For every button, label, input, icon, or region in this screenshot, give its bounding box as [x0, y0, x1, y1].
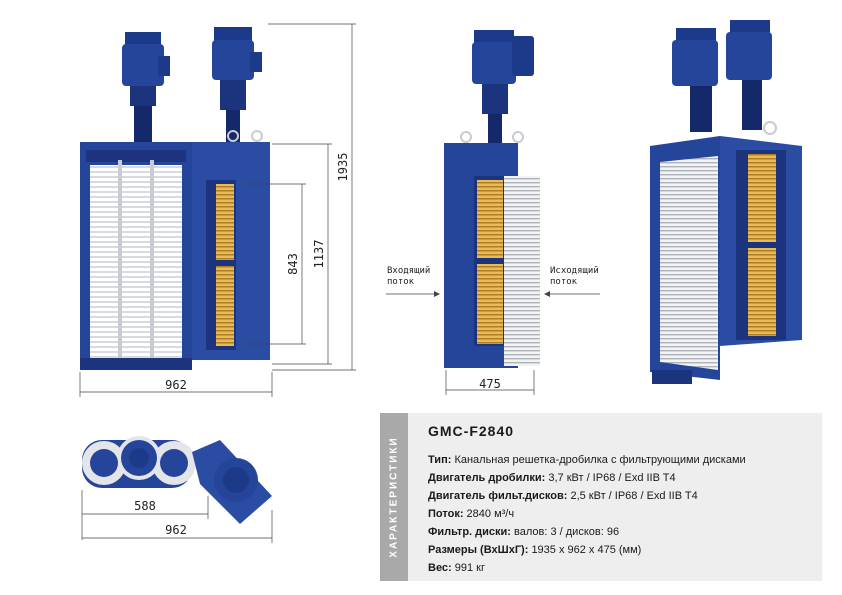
spec-value: 2840 м³/ч	[466, 508, 515, 520]
spec-value: 2,5 кВт / IP68 / Exd IIB T4	[570, 490, 698, 502]
specs-list: Тип: Канальная решетка-дробилка с фильтр…	[428, 451, 818, 577]
spec-row-flow: Поток: 2840 м³/ч	[428, 505, 818, 523]
dim-side-width: 475	[479, 377, 501, 391]
spec-row-type: Тип: Канальная решетка-дробилка с фильтр…	[428, 451, 818, 469]
spec-label: Фильтр. диски:	[428, 526, 511, 538]
spec-label: Вес:	[428, 562, 452, 574]
spec-row-grinder-motor: Двигатель дробилки: 3,7 кВт / IP68 / Exd…	[428, 469, 818, 487]
spec-label: Поток:	[428, 508, 464, 520]
spec-row-disc-motor: Двигатель фильт.дисков: 2,5 кВт / IP68 /…	[428, 487, 818, 505]
dim-front-width: 962	[165, 378, 187, 392]
specs-side-tab: ХАРАКТЕРИСТИКИ	[380, 413, 408, 581]
front-view	[80, 27, 270, 370]
dim-top-offset: 588	[134, 499, 156, 513]
dim-front-inner-height: 843	[286, 253, 300, 275]
dim-front-total-height: 1935	[336, 153, 350, 182]
front-motor-right	[212, 27, 263, 144]
front-dimensions	[79, 23, 356, 397]
spec-row-size: Размеры (ВхШхГ): 1935 х 962 х 475 (мм)	[428, 541, 818, 559]
top-dimensions	[81, 490, 273, 543]
dim-top-width: 962	[165, 523, 187, 537]
side-dimensions	[386, 291, 600, 395]
specs-section-label: ХАРАКТЕРИСТИКИ	[388, 436, 400, 558]
spec-label: Размеры (ВхШхГ):	[428, 544, 529, 556]
spec-row-discs: Фильтр. диски: валов: 3 / дисков: 96	[428, 523, 818, 541]
spec-value: 3,7 кВт / IP68 / Exd IIB T4	[548, 472, 676, 484]
spec-row-weight: Вес: 991 кг	[428, 559, 818, 577]
spec-value: 991 кг	[454, 562, 485, 574]
spec-label: Двигатель фильт.дисков:	[428, 490, 568, 502]
model-title: GMC-F2840	[428, 423, 515, 439]
top-view	[82, 436, 272, 524]
spec-value: Канальная решетка-дробилка с фильтрующим…	[454, 454, 746, 466]
inlet-flow-label: Входящий поток	[387, 266, 431, 287]
outlet-flow-label: Исходящий поток	[550, 266, 599, 287]
spec-label: Двигатель дробилки:	[428, 472, 546, 484]
dim-front-frame-height: 1137	[312, 240, 326, 269]
spec-label: Тип:	[428, 454, 452, 466]
specs-panel: ХАРАКТЕРИСТИКИ GMC-F2840 Тип: Канальная …	[380, 413, 822, 581]
spec-value: валов: 3 / дисков: 96	[514, 526, 620, 538]
side-view	[444, 30, 540, 368]
front-motor-left	[122, 32, 170, 146]
perspective-view	[650, 20, 802, 384]
spec-value: 1935 х 962 х 475 (мм)	[531, 544, 642, 556]
